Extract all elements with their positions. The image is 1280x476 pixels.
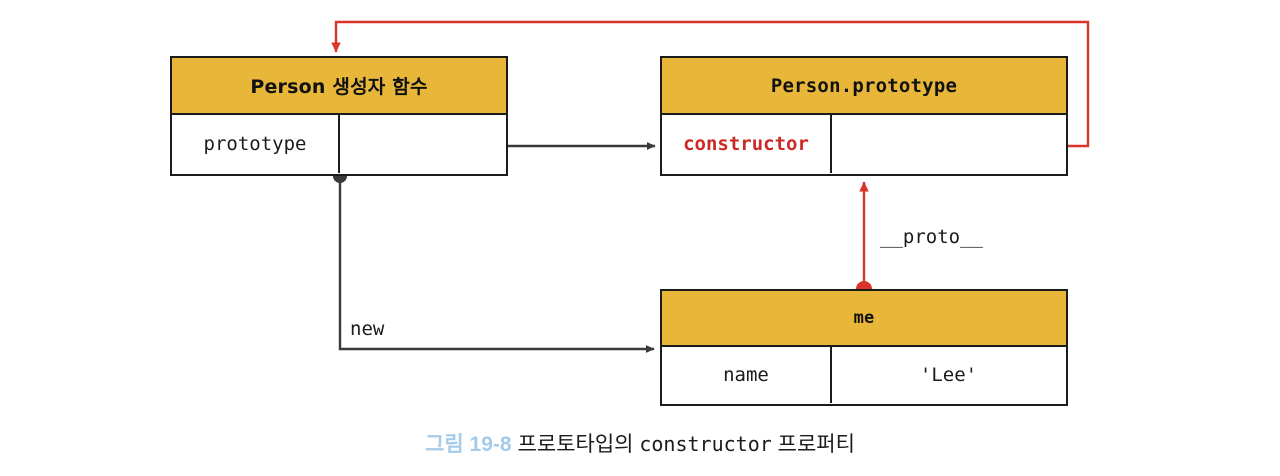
me-instance-box: me name 'Lee' [660, 289, 1068, 406]
person-prototype-key: prototype [172, 115, 340, 173]
caption-code: constructor [639, 432, 772, 456]
me-name-row: name 'Lee' [662, 347, 1066, 403]
person-prototype-box: Person.prototype constructor [660, 56, 1068, 176]
edge-proto-link [856, 181, 872, 297]
person-prototype-value [340, 115, 505, 173]
person-prototype-row: prototype [172, 115, 506, 173]
edge-label-proto: __proto__ [880, 226, 983, 248]
person-constructor-box: Person 생성자 함수 prototype [170, 56, 508, 176]
prototype-constructor-value [832, 115, 1065, 173]
edge-label-new: new [350, 318, 385, 340]
caption-text-after: 프로퍼티 [771, 433, 855, 456]
prototype-constructor-key: constructor [662, 115, 832, 173]
caption-text-before: 프로토타입의 [517, 433, 640, 456]
person-prototype-header: Person.prototype [662, 58, 1066, 115]
me-name-value: 'Lee' [919, 364, 978, 386]
me-name-key: name [662, 347, 832, 403]
me-instance-header: me [662, 291, 1066, 347]
person-constructor-header: Person 생성자 함수 [172, 58, 506, 115]
figure-number: 그림 19-8 [425, 433, 512, 456]
prototype-constructor-row: constructor [662, 115, 1066, 173]
